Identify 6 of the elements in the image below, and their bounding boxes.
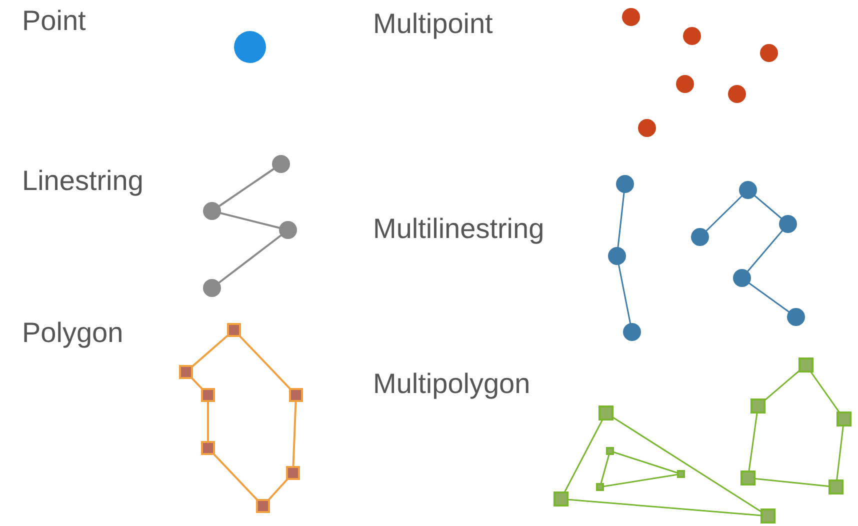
geometry-type-label: Polygon bbox=[22, 317, 124, 349]
geometry-type-label: Point bbox=[22, 5, 86, 37]
geometry-type-label: Multipoint bbox=[373, 8, 493, 40]
geometry-type-label: Multipolygon bbox=[373, 368, 530, 400]
geometry-type-label: Multilinestring bbox=[373, 213, 544, 245]
geometry-type-label: Linestring bbox=[22, 165, 144, 197]
